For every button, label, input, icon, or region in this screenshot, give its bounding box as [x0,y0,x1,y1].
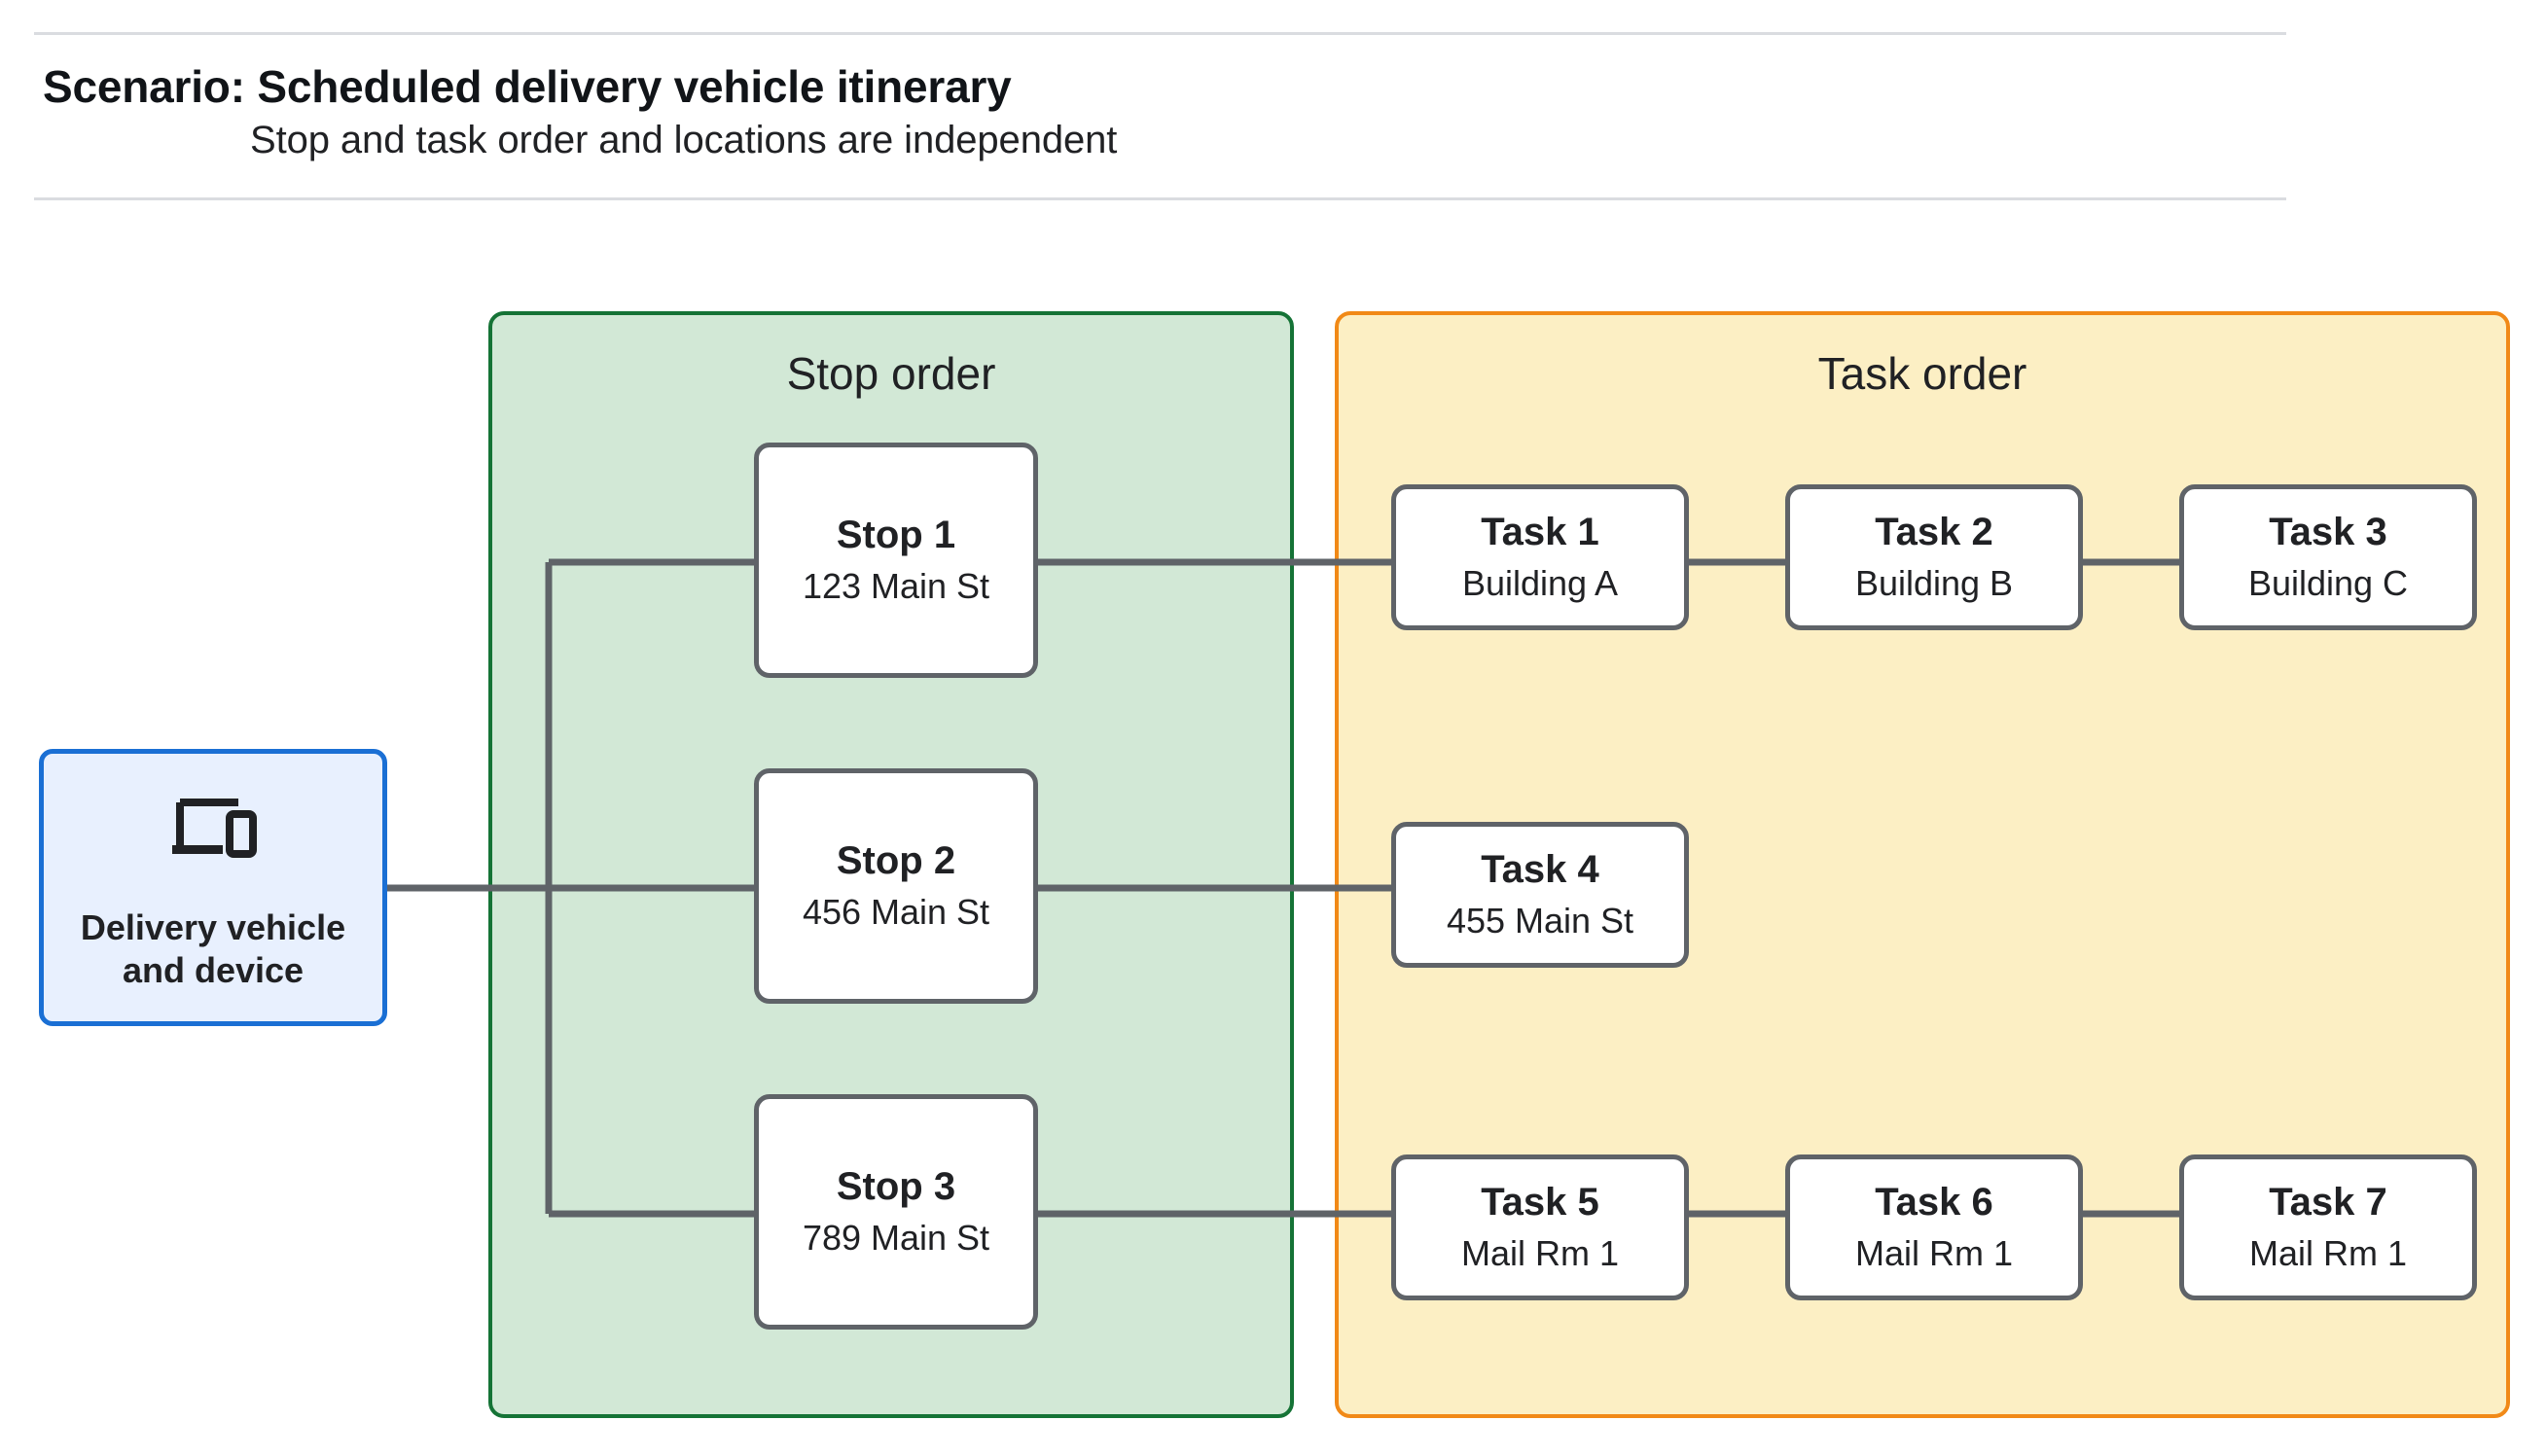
stop-order-panel-title: Stop order [786,348,996,399]
task-card-title: Task 1 [1481,511,1599,553]
stop-card-1[interactable]: Stop 1 123 Main St [754,443,1038,678]
stop-card-title: Stop 1 [836,514,956,556]
stop-card-location: 789 Main St [802,1217,990,1258]
task-card-location: Building A [1461,562,1619,603]
task-order-panel-title: Task order [1817,348,2027,399]
page-subtitle: Stop and task order and locations are in… [250,119,1118,161]
header-divider-bottom [34,197,2286,200]
task-card-2[interactable]: Task 2 Building B [1785,484,2083,630]
task-card-title: Task 7 [2269,1181,2387,1224]
delivery-vehicle-label: Delivery vehicle and device [81,906,345,992]
task-card-6[interactable]: Task 6 Mail Rm 1 [1785,1154,2083,1300]
stop-card-title: Stop 2 [836,839,956,882]
task-card-location: Mail Rm 1 [1460,1232,1620,1273]
task-card-4[interactable]: Task 4 455 Main St [1391,822,1689,968]
task-card-location: Mail Rm 1 [2248,1232,2408,1273]
task-card-5[interactable]: Task 5 Mail Rm 1 [1391,1154,1689,1300]
stop-card-location: 456 Main St [802,891,990,932]
task-card-1[interactable]: Task 1 Building A [1391,484,1689,630]
task-card-location: 455 Main St [1446,900,1634,941]
stop-card-3[interactable]: Stop 3 789 Main St [754,1094,1038,1330]
stop-card-location: 123 Main St [802,565,990,606]
devices-icon [168,795,258,868]
task-card-location: Building B [1854,562,2014,603]
delivery-vehicle-node[interactable]: Delivery vehicle and device [39,749,387,1026]
page-title: Scenario: Scheduled delivery vehicle iti… [43,61,1012,112]
task-card-location: Mail Rm 1 [1854,1232,2014,1273]
task-card-location: Building C [2247,562,2409,603]
header-divider-top [34,32,2286,35]
task-card-title: Task 2 [1875,511,1993,553]
stop-card-title: Stop 3 [836,1165,956,1208]
stop-card-2[interactable]: Stop 2 456 Main St [754,768,1038,1004]
task-card-title: Task 5 [1481,1181,1599,1224]
task-card-title: Task 6 [1875,1181,1993,1224]
delivery-vehicle-label-line-1: Delivery vehicle [80,907,346,947]
task-card-7[interactable]: Task 7 Mail Rm 1 [2179,1154,2477,1300]
task-card-title: Task 4 [1481,848,1599,891]
task-card-3[interactable]: Task 3 Building C [2179,484,2477,630]
task-card-title: Task 3 [2269,511,2387,553]
delivery-vehicle-label-line-2: and device [122,949,305,990]
